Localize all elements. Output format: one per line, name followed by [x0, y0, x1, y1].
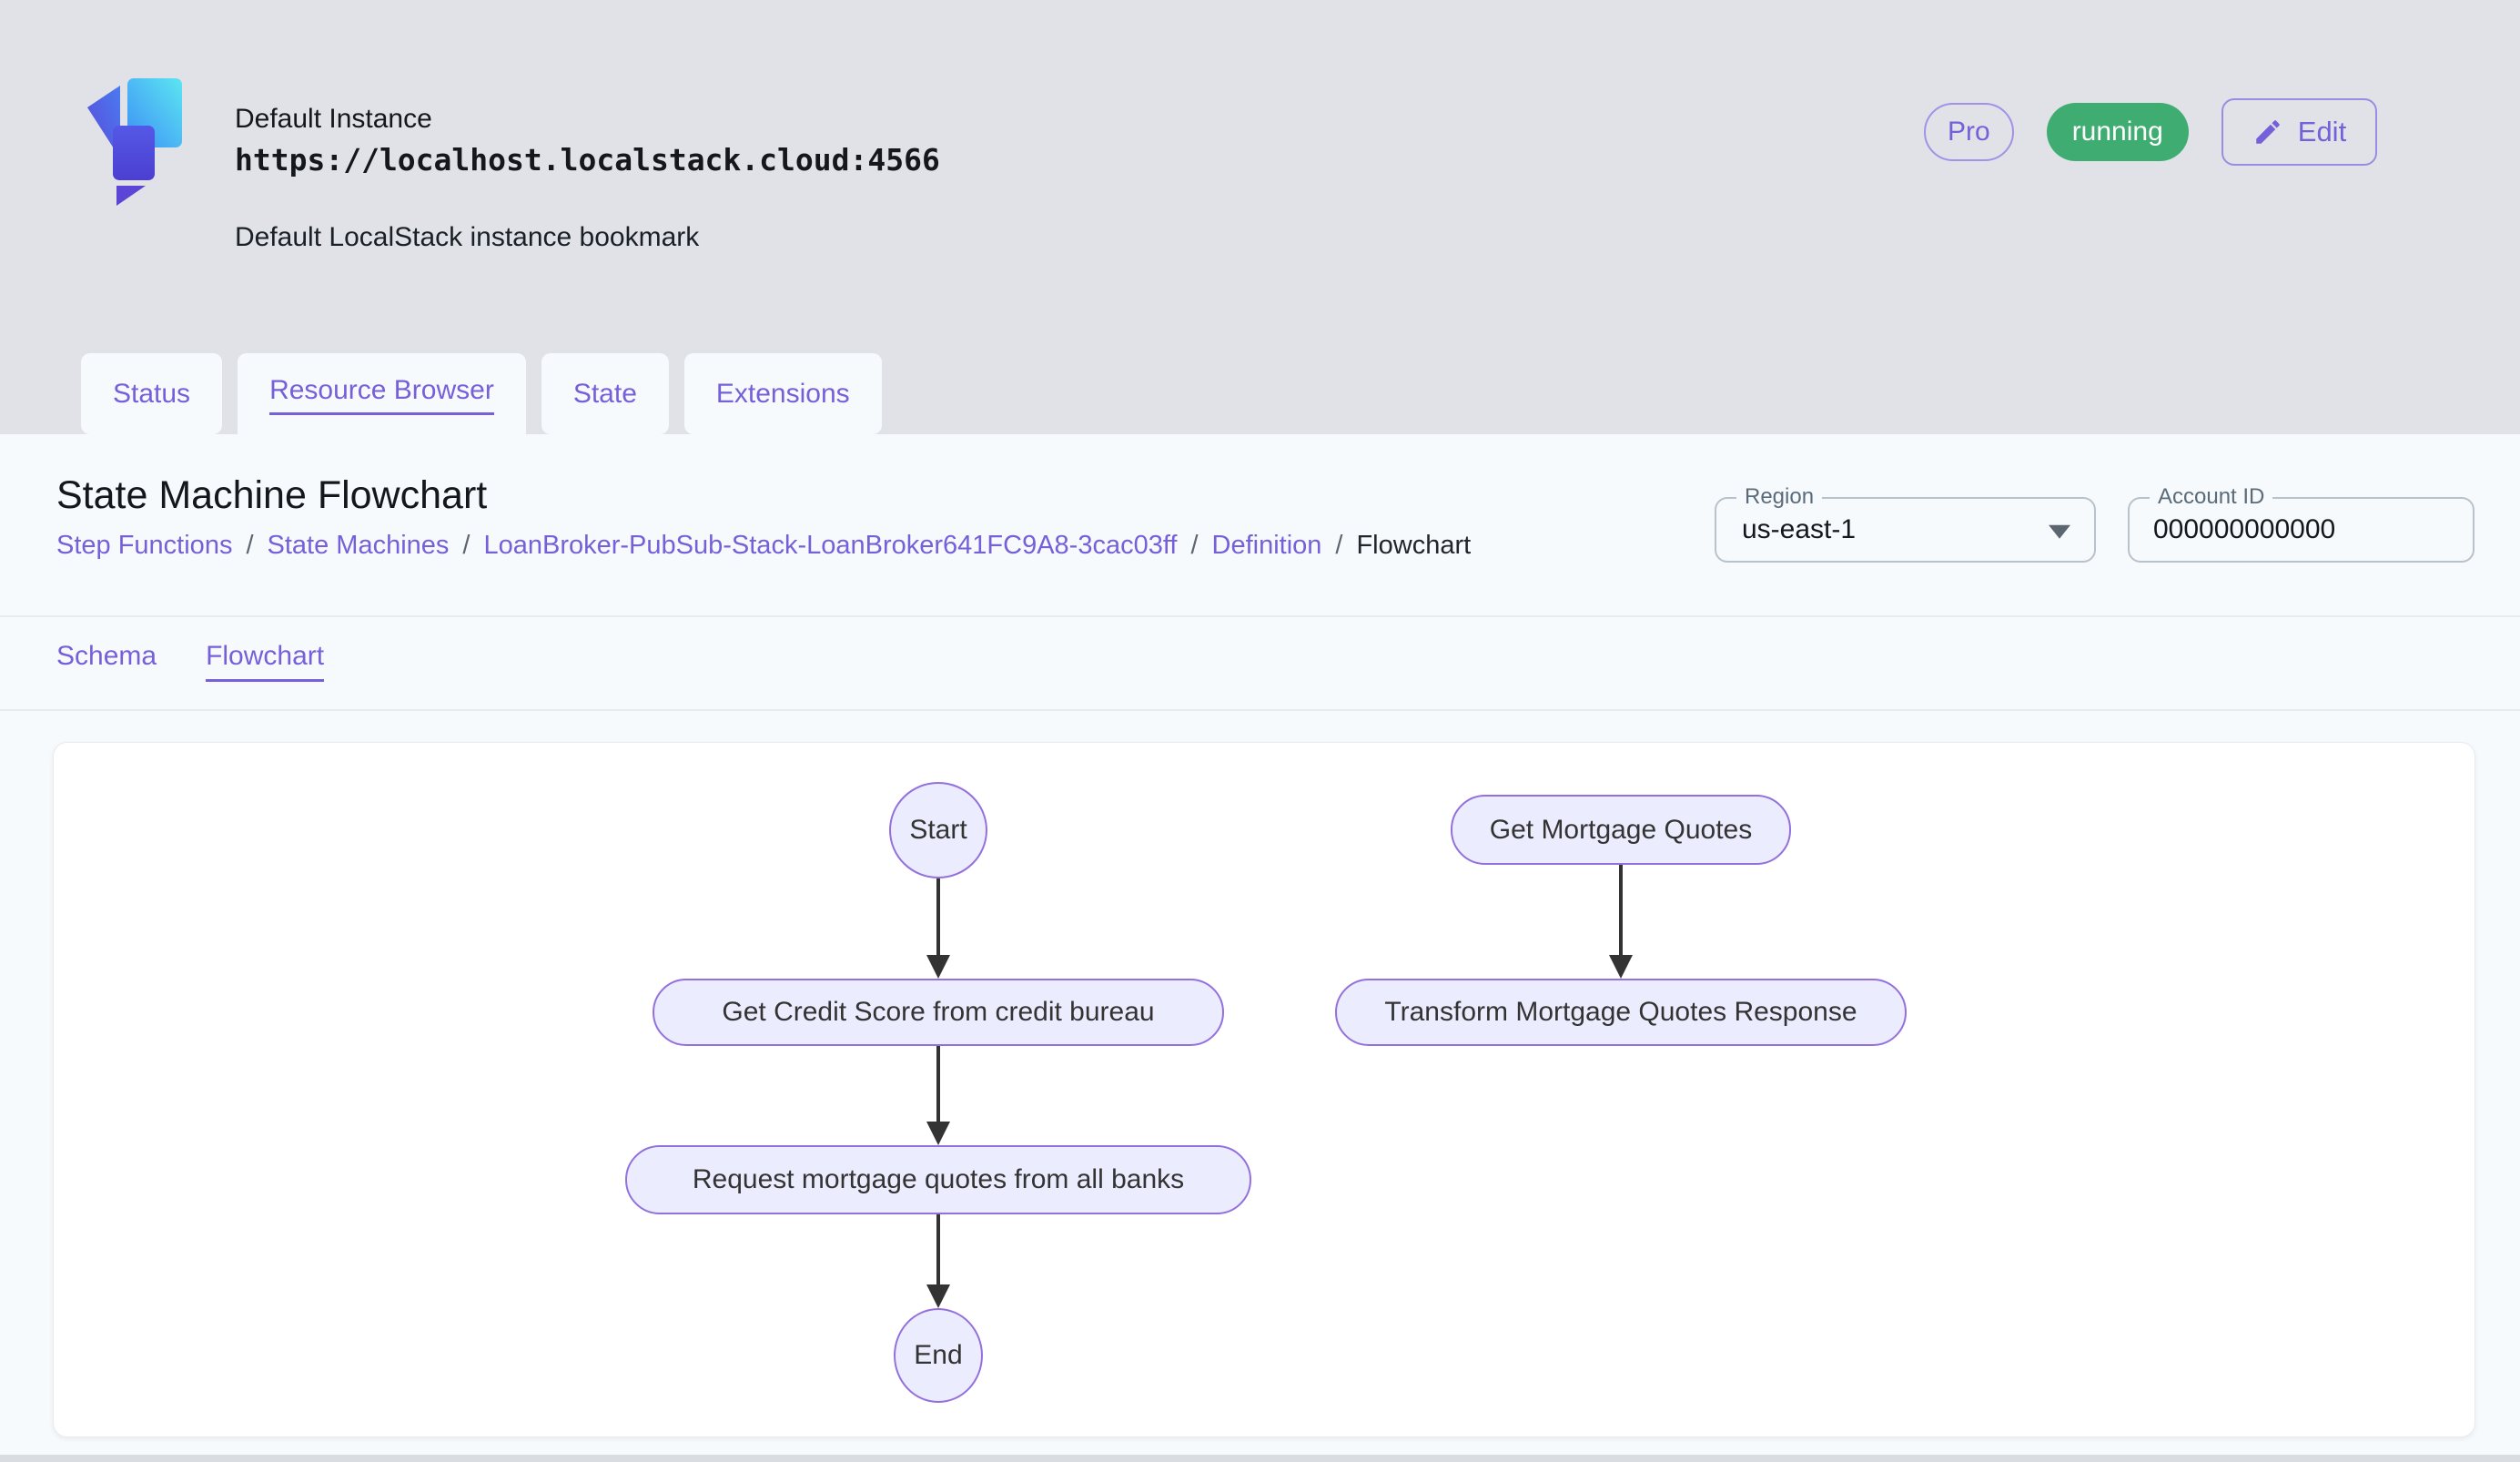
flowchart-card: Start Get Credit Score from credit burea…	[53, 742, 2475, 1437]
flow-node-transform-response-label: Transform Mortgage Quotes Response	[1384, 997, 1857, 1027]
flow-node-start-label: Start	[909, 815, 967, 845]
page-title: State Machine Flowchart	[56, 473, 488, 517]
flow-node-end-label: End	[914, 1340, 963, 1370]
flow-edge-start-to-credit	[936, 878, 940, 955]
tab-status[interactable]: Status	[81, 353, 223, 434]
flow-node-get-credit-score-label: Get Credit Score from credit bureau	[722, 997, 1155, 1027]
breadcrumb-separator: /	[246, 531, 254, 560]
breadcrumb-state-machines[interactable]: State Machines	[267, 531, 450, 560]
region-label: Region	[1736, 484, 1823, 510]
flow-node-get-credit-score: Get Credit Score from credit bureau	[653, 979, 1224, 1046]
breadcrumb-separator: /	[1190, 531, 1199, 560]
tab-state[interactable]: State	[541, 353, 669, 434]
chevron-down-icon	[2049, 524, 2070, 539]
account-id-field: Account ID	[2128, 484, 2474, 563]
tab-resource-browser[interactable]: Resource Browser	[238, 353, 526, 437]
breadcrumb-step-functions[interactable]: Step Functions	[56, 531, 233, 560]
definition-subtabs: Schema Flowchart	[56, 641, 325, 682]
flow-node-start: Start	[889, 782, 987, 878]
tab-extensions[interactable]: Extensions	[683, 353, 882, 434]
window-bottom-edge	[0, 1455, 2520, 1462]
breadcrumb-definition[interactable]: Definition	[1211, 531, 1322, 560]
breadcrumb-flowchart: Flowchart	[1356, 531, 1472, 560]
tab-state-label: State	[572, 378, 637, 409]
arrowhead-icon	[926, 1122, 950, 1145]
tab-status-label: Status	[113, 378, 191, 409]
breadcrumb-separator: /	[1335, 531, 1343, 560]
flow-node-end: End	[894, 1308, 983, 1403]
account-id-input[interactable]	[2130, 499, 2473, 561]
breadcrumb-state-machine-name[interactable]: LoanBroker-PubSub-Stack-LoanBroker641FC9…	[483, 531, 1178, 560]
arrowhead-icon	[926, 955, 950, 979]
region-value: us-east-1	[1742, 514, 1857, 544]
pencil-icon	[2256, 120, 2280, 144]
edit-button-label: Edit	[2297, 116, 2347, 147]
flow-node-get-mortgage-quotes: Get Mortgage Quotes	[1451, 795, 1791, 865]
region-select[interactable]: Region us-east-1	[1715, 484, 2096, 563]
localstack-logo	[86, 78, 196, 206]
instance-name: Default Instance	[235, 104, 432, 134]
flow-edge-mortgage-to-transform	[1619, 865, 1623, 955]
tab-extensions-label: Extensions	[715, 378, 850, 409]
subtabs-divider	[0, 709, 2520, 711]
flow-node-request-quotes: Request mortgage quotes from all banks	[625, 1145, 1251, 1214]
subtab-flowchart[interactable]: Flowchart	[206, 641, 325, 682]
tab-resource-browser-label: Resource Browser	[269, 375, 494, 415]
flow-edge-credit-to-request	[936, 1046, 940, 1122]
flow-node-request-quotes-label: Request mortgage quotes from all banks	[692, 1164, 1185, 1194]
status-badge: running	[2046, 103, 2189, 161]
breadcrumb-separator: /	[462, 531, 471, 560]
subtab-schema[interactable]: Schema	[56, 641, 157, 671]
instance-url: https://localhost.localstack.cloud:4566	[235, 142, 940, 178]
flow-node-get-mortgage-quotes-label: Get Mortgage Quotes	[1489, 814, 1753, 845]
localstack-logo-icon	[87, 78, 182, 206]
header-divider	[0, 615, 2520, 617]
header-badges: Pro running Edit	[1924, 98, 2378, 166]
instance-description: Default LocalStack instance bookmark	[235, 222, 700, 252]
arrowhead-icon	[1609, 955, 1633, 979]
breadcrumb: Step Functions / State Machines / LoanBr…	[56, 531, 1471, 561]
arrowhead-icon	[926, 1284, 950, 1308]
pro-badge: Pro	[1924, 103, 2014, 161]
main-tabs: Status Resource Browser State Extensions	[81, 353, 882, 437]
flow-edge-request-to-end	[936, 1214, 940, 1284]
edit-button[interactable]: Edit	[2221, 98, 2378, 166]
flow-node-transform-response: Transform Mortgage Quotes Response	[1335, 979, 1907, 1046]
